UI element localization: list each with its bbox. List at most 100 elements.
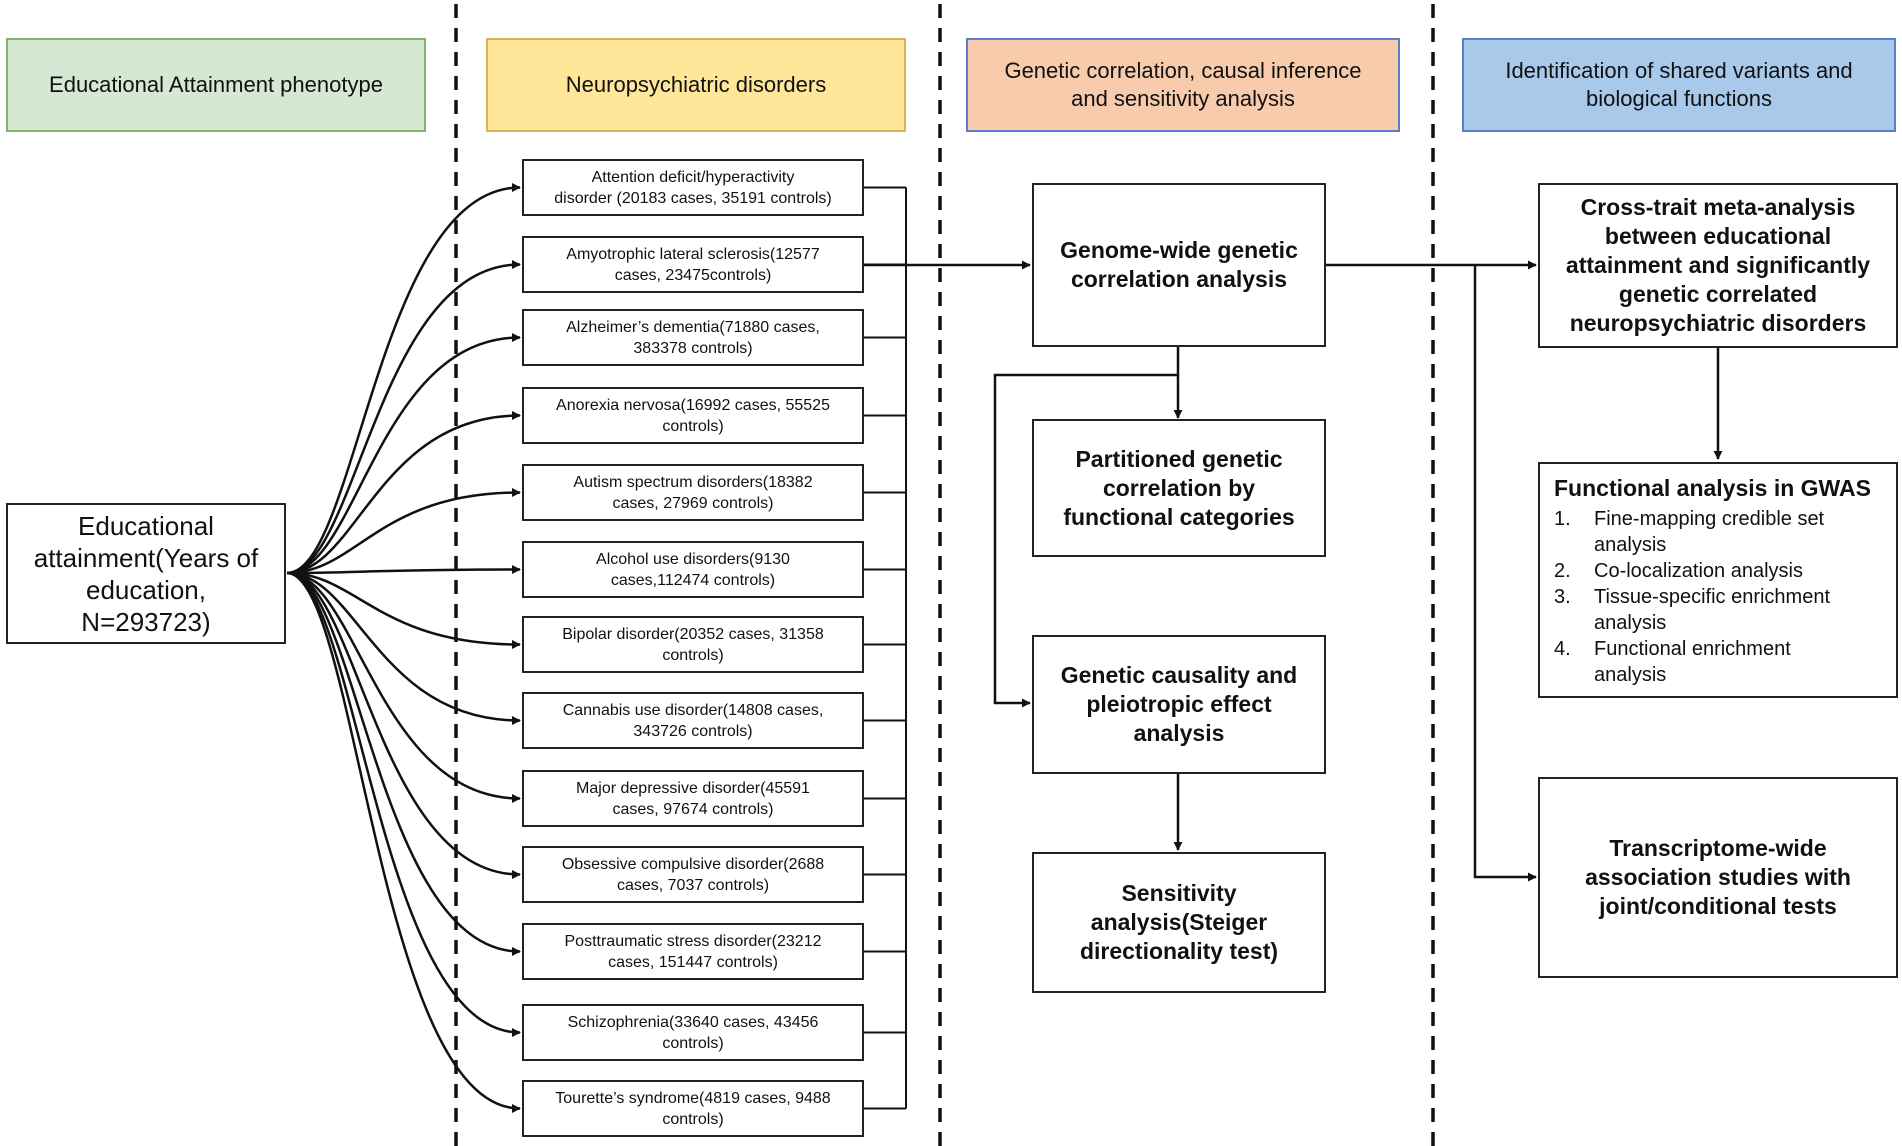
- disorder-line2: controls): [662, 1034, 724, 1052]
- disorder-line1: Anorexia nervosa(16992 cases, 55525: [556, 396, 830, 414]
- item-text: Fine-mapping credible set analysis: [1594, 506, 1824, 558]
- header-genetic-correlation-line1: Genetic correlation, causal inference: [1004, 58, 1362, 83]
- genome-line1: Genome-wide genetic: [1060, 237, 1298, 263]
- disorder-line2: cases,112474 controls): [610, 571, 776, 589]
- disorder-line1: Alzheimer’s dementia(71880 cases,: [566, 318, 820, 336]
- education-line4: N=293723): [81, 606, 211, 637]
- disorder-box-ocd: Obsessive compulsive disorder(2688 cases…: [522, 846, 864, 903]
- sensitivity-line2: analysis(Steiger: [1090, 909, 1268, 935]
- disorder-box-cannabis: Cannabis use disorder(14808 cases, 34372…: [522, 692, 864, 749]
- functional-item: 1. Fine-mapping credible set analysis: [1554, 506, 1882, 558]
- fan-arrow: [286, 183, 521, 575]
- partitioned-line2: correlation by: [1102, 474, 1256, 501]
- fan-arrow: [286, 411, 521, 575]
- meta-line3: attainment and significantly: [1565, 252, 1871, 278]
- disorder-line2: cases, 23475controls): [614, 266, 772, 284]
- meta-line1: Cross-trait meta-analysis: [1580, 194, 1856, 220]
- twas-line2: association studies with: [1585, 864, 1851, 890]
- header-shared-variants: Identification of shared variants and bi…: [1462, 38, 1896, 132]
- fan-arrow: [286, 571, 521, 1037]
- fan-arrow: [286, 571, 521, 649]
- item-text-line2: analysis: [1594, 612, 1667, 634]
- genome-line2: correlation analysis: [1070, 266, 1288, 292]
- disorder-box-schizophrenia: Schizophrenia(33640 cases, 43456 control…: [522, 1004, 864, 1061]
- sensitivity-line1: Sensitivity: [1121, 880, 1237, 906]
- disorder-box-autism: Autism spectrum disorders(18382 cases, 2…: [522, 464, 864, 521]
- educational-attainment-box: Educational attainment(Years of educatio…: [6, 503, 286, 644]
- arrow-to-twas: [1473, 265, 1537, 882]
- disorder-line1: Bipolar disorder(20352 cases, 31358: [562, 625, 824, 643]
- item-number: 2.: [1554, 560, 1571, 582]
- meta-line5: neuropsychiatric disorders: [1569, 310, 1867, 336]
- disorder-box-depressive: Major depressive disorder(45591 cases, 9…: [522, 770, 864, 827]
- disorder-box-tourette: Tourette’s syndrome(4819 cases, 9488 con…: [522, 1080, 864, 1137]
- header-shared-variants-line2: biological functions: [1586, 86, 1772, 111]
- fan-arrow: [286, 488, 521, 575]
- disorder-line2: 343726 controls): [633, 722, 753, 740]
- education-to-disorder-arrows: [286, 183, 521, 1113]
- header-educational-attainment-label: Educational Attainment phenotype: [49, 72, 383, 97]
- header-genetic-correlation-line2: and sensitivity analysis: [1071, 86, 1295, 111]
- header-genetic-correlation: Genetic correlation, causal inference an…: [966, 38, 1400, 132]
- disorder-box-als: Amyotrophic lateral sclerosis(12577 case…: [522, 236, 864, 293]
- twas-line3: joint/conditional tests: [1599, 893, 1837, 919]
- disorder-box-alcohol: Alcohol use disorders(9130 cases,112474 …: [522, 541, 864, 598]
- functional-item: 3. Tissue-specific enrichment analysis: [1554, 584, 1882, 636]
- disorder-box-anorexia: Anorexia nervosa(16992 cases, 55525 cont…: [522, 387, 864, 444]
- disorder-box-alzheimers: Alzheimer’s dementia(71880 cases, 383378…: [522, 309, 864, 366]
- disorder-line2: disorder (20183 cases, 35191 controls): [554, 189, 832, 207]
- item-number: 3.: [1554, 586, 1571, 608]
- fan-arrow: [286, 571, 521, 803]
- arrow-genome-to-causality: [993, 373, 1178, 708]
- disorder-line1: Posttraumatic stress disorder(23212: [564, 932, 822, 950]
- partitioned-correlation-box: Partitioned genetic correlation by funct…: [1032, 419, 1326, 557]
- disorder-line2: controls): [662, 646, 724, 664]
- functional-analysis-title: Functional analysis in GWAS: [1554, 475, 1871, 501]
- disorder-line1: Attention deficit/hyperactivity: [591, 168, 795, 186]
- disorder-line2: controls): [662, 417, 724, 435]
- causality-line1: Genetic causality and: [1060, 662, 1298, 688]
- partitioned-line3: functional categories: [1063, 503, 1295, 530]
- fan-arrow: [286, 565, 521, 575]
- disorder-line2: cases, 151447 controls): [608, 953, 778, 971]
- item-text-line1: Functional enrichment: [1594, 638, 1791, 660]
- causality-line3: analysis: [1133, 720, 1225, 746]
- disorder-line2: controls): [662, 1110, 724, 1128]
- disorder-line1: Tourette’s syndrome(4819 cases, 9488: [555, 1089, 831, 1107]
- item-text-line1: Fine-mapping credible set: [1594, 508, 1825, 530]
- header-shared-variants-line1: Identification of shared variants and: [1505, 58, 1853, 83]
- meta-line4: genetic correlated: [1618, 281, 1818, 307]
- item-number: 1.: [1554, 508, 1571, 530]
- functional-analysis-box: Functional analysis in GWAS 1. Fine-mapp…: [1538, 462, 1898, 698]
- disorder-line2: cases, 7037 controls): [616, 876, 770, 894]
- item-number: 4.: [1554, 638, 1571, 660]
- genome-wide-correlation-box: Genome-wide genetic correlation analysis: [1032, 183, 1326, 347]
- disorder-line1: Cannabis use disorder(14808 cases,: [562, 701, 824, 719]
- disorder-line2: 383378 controls): [633, 339, 753, 357]
- twas-line1: Transcriptome-wide: [1609, 835, 1827, 861]
- disorder-line1: Major depressive disorder(45591: [576, 779, 810, 797]
- education-line3: education,: [86, 574, 206, 605]
- twas-box: Transcriptome-wide association studies w…: [1538, 777, 1898, 978]
- item-text: Functional enrichment analysis: [1594, 636, 1791, 688]
- sensitivity-analysis-box: Sensitivity analysis(Steiger directional…: [1032, 852, 1326, 993]
- disorder-line1: Obsessive compulsive disorder(2688: [561, 855, 825, 873]
- disorder-line2: cases, 97674 controls): [612, 800, 774, 818]
- fan-arrow: [286, 333, 521, 575]
- meta-line2: between educational: [1604, 223, 1832, 249]
- fan-arrow: [286, 571, 521, 1113]
- item-text-line2: analysis: [1594, 664, 1667, 686]
- item-text-line2: analysis: [1594, 534, 1667, 556]
- sensitivity-line3: directionality test): [1079, 938, 1279, 964]
- item-text-line1: Tissue-specific enrichment: [1594, 586, 1831, 608]
- header-educational-attainment: Educational Attainment phenotype: [6, 38, 426, 132]
- education-line2: attainment(Years of: [33, 542, 259, 573]
- item-text: Tissue-specific enrichment analysis: [1594, 584, 1830, 636]
- fan-arrow: [286, 571, 521, 956]
- partitioned-line1: Partitioned genetic: [1075, 445, 1283, 472]
- disorder-line1: Schizophrenia(33640 cases, 43456: [567, 1013, 819, 1031]
- disorder-line1: Alcohol use disorders(9130: [596, 550, 790, 568]
